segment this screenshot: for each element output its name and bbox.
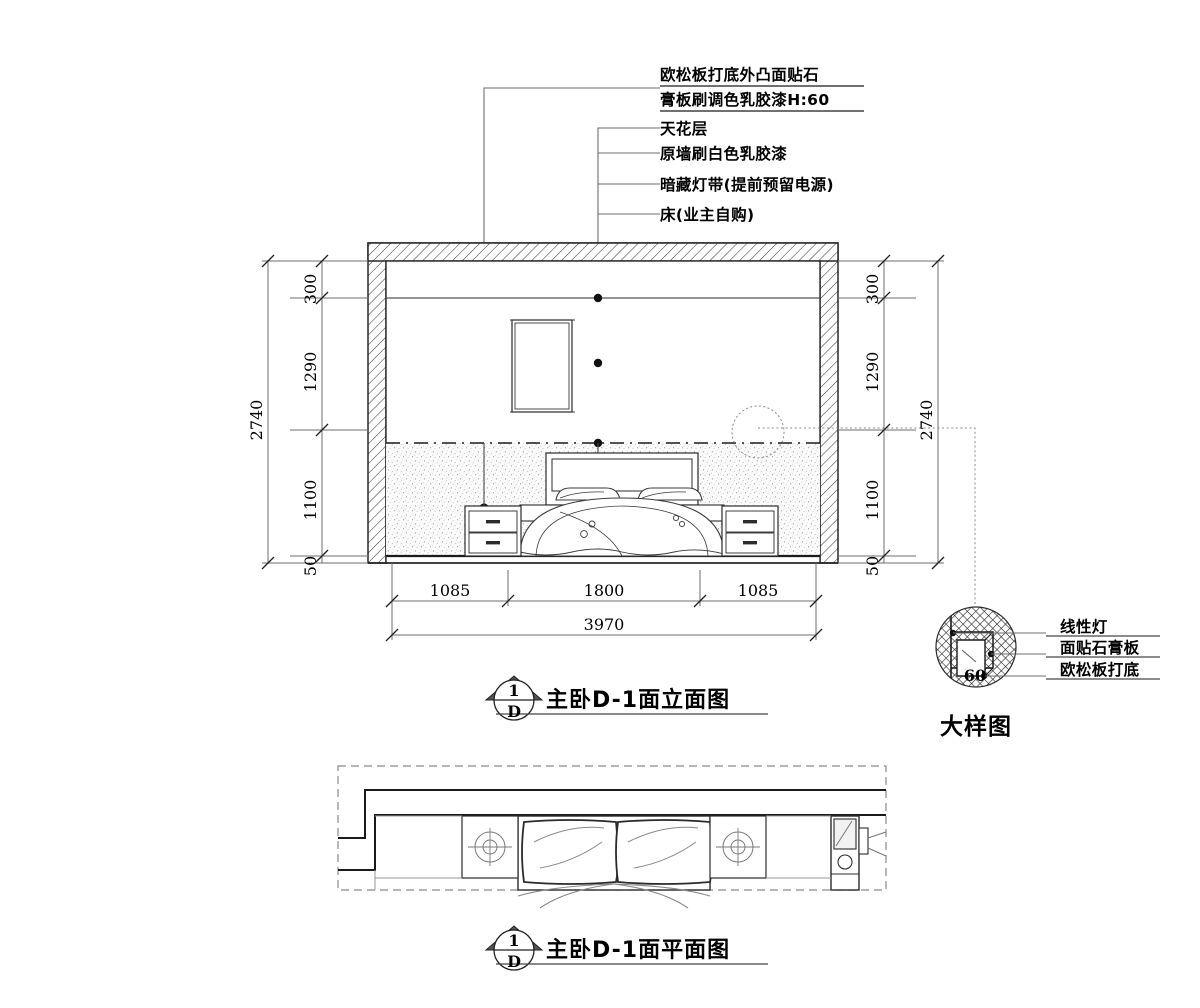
left-dimension-chain [262, 260, 368, 564]
detail-label-2: 面贴石膏板 [1060, 638, 1140, 657]
detail-label-leaders [953, 632, 1046, 677]
plan-duvet-lines [517, 883, 711, 909]
annotation-label-2: 膏板刷调色乳胶漆H:60 [660, 90, 830, 109]
plan-marker-top: 1 [508, 931, 519, 950]
elevation-title: 主卧D-1面立面图 [546, 687, 730, 713]
annotation-leaders [483, 87, 660, 248]
elevation-marker-bottom: D [507, 702, 521, 721]
right-dim-1100: 1100 [863, 480, 882, 521]
detail-label-1: 线性灯 [1060, 617, 1108, 636]
detail-label-underlines [1046, 635, 1160, 680]
left-dim-1290: 1290 [301, 352, 320, 393]
bottom-dim-overall: 3970 [584, 615, 625, 634]
left-dim-1100: 1100 [301, 480, 320, 521]
left-dimension-ticks [261, 254, 329, 570]
bottom-dim-1085-left: 1085 [430, 581, 471, 600]
bottom-dimension-chain [391, 563, 817, 640]
nightstand-left [464, 505, 522, 557]
plan-interior-thin-lines [374, 815, 831, 890]
plan-viewport-boundary [337, 765, 887, 891]
plan-nightstand-left [461, 815, 519, 879]
plan-title-marker [484, 925, 544, 971]
annotation-label-3: 天花层 [660, 119, 708, 138]
annotation-label-6: 床(业主自购) [660, 205, 754, 224]
detail-dimension-60: 60 [964, 666, 986, 685]
detail-reference-leader [758, 427, 976, 607]
detail-label-3: 欧松板打底 [1060, 660, 1140, 679]
detail-reference-circle [731, 405, 785, 459]
right-dim-300: 300 [863, 274, 882, 305]
detail-drawing [935, 606, 1017, 688]
bed-duvet [519, 497, 725, 557]
bottom-dim-1085-right: 1085 [738, 581, 779, 600]
bottom-dim-1800: 1800 [584, 581, 625, 600]
plan-nightstand-right [709, 815, 767, 879]
right-dim-overall: 2740 [917, 400, 936, 441]
annotation-underlines [660, 85, 864, 112]
left-dim-300: 300 [301, 274, 320, 305]
annotation-label-5: 暗藏灯带(提前预留电源) [660, 175, 834, 194]
bottom-dimension-ticks [385, 594, 823, 642]
plan-pillows [521, 819, 713, 885]
annotation-label-4: 原墙刷白色乳胶漆 [660, 144, 787, 163]
elevation-marker-top: 1 [508, 681, 519, 700]
right-dim-1290: 1290 [863, 352, 882, 393]
left-dim-50: 50 [301, 556, 320, 576]
right-dimension-ticks [877, 254, 945, 570]
wall-picture-frame [510, 319, 575, 413]
right-dim-50: 50 [863, 556, 882, 576]
left-dim-overall: 2740 [247, 400, 266, 441]
right-dimension-chain [838, 260, 944, 564]
plan-wall-outline [338, 789, 886, 871]
elevation-title-marker [484, 675, 544, 721]
plan-side-furniture [830, 815, 887, 891]
bed-pillows [555, 487, 703, 501]
plan-pillow-creases [533, 826, 699, 869]
detail-title: 大样图 [940, 713, 1012, 740]
plan-title: 主卧D-1面平面图 [546, 938, 730, 963]
plan-marker-bottom: D [507, 952, 521, 971]
nightstand-right [721, 505, 779, 557]
annotation-label-1: 欧松板打底外凸面贴石 [660, 65, 819, 84]
